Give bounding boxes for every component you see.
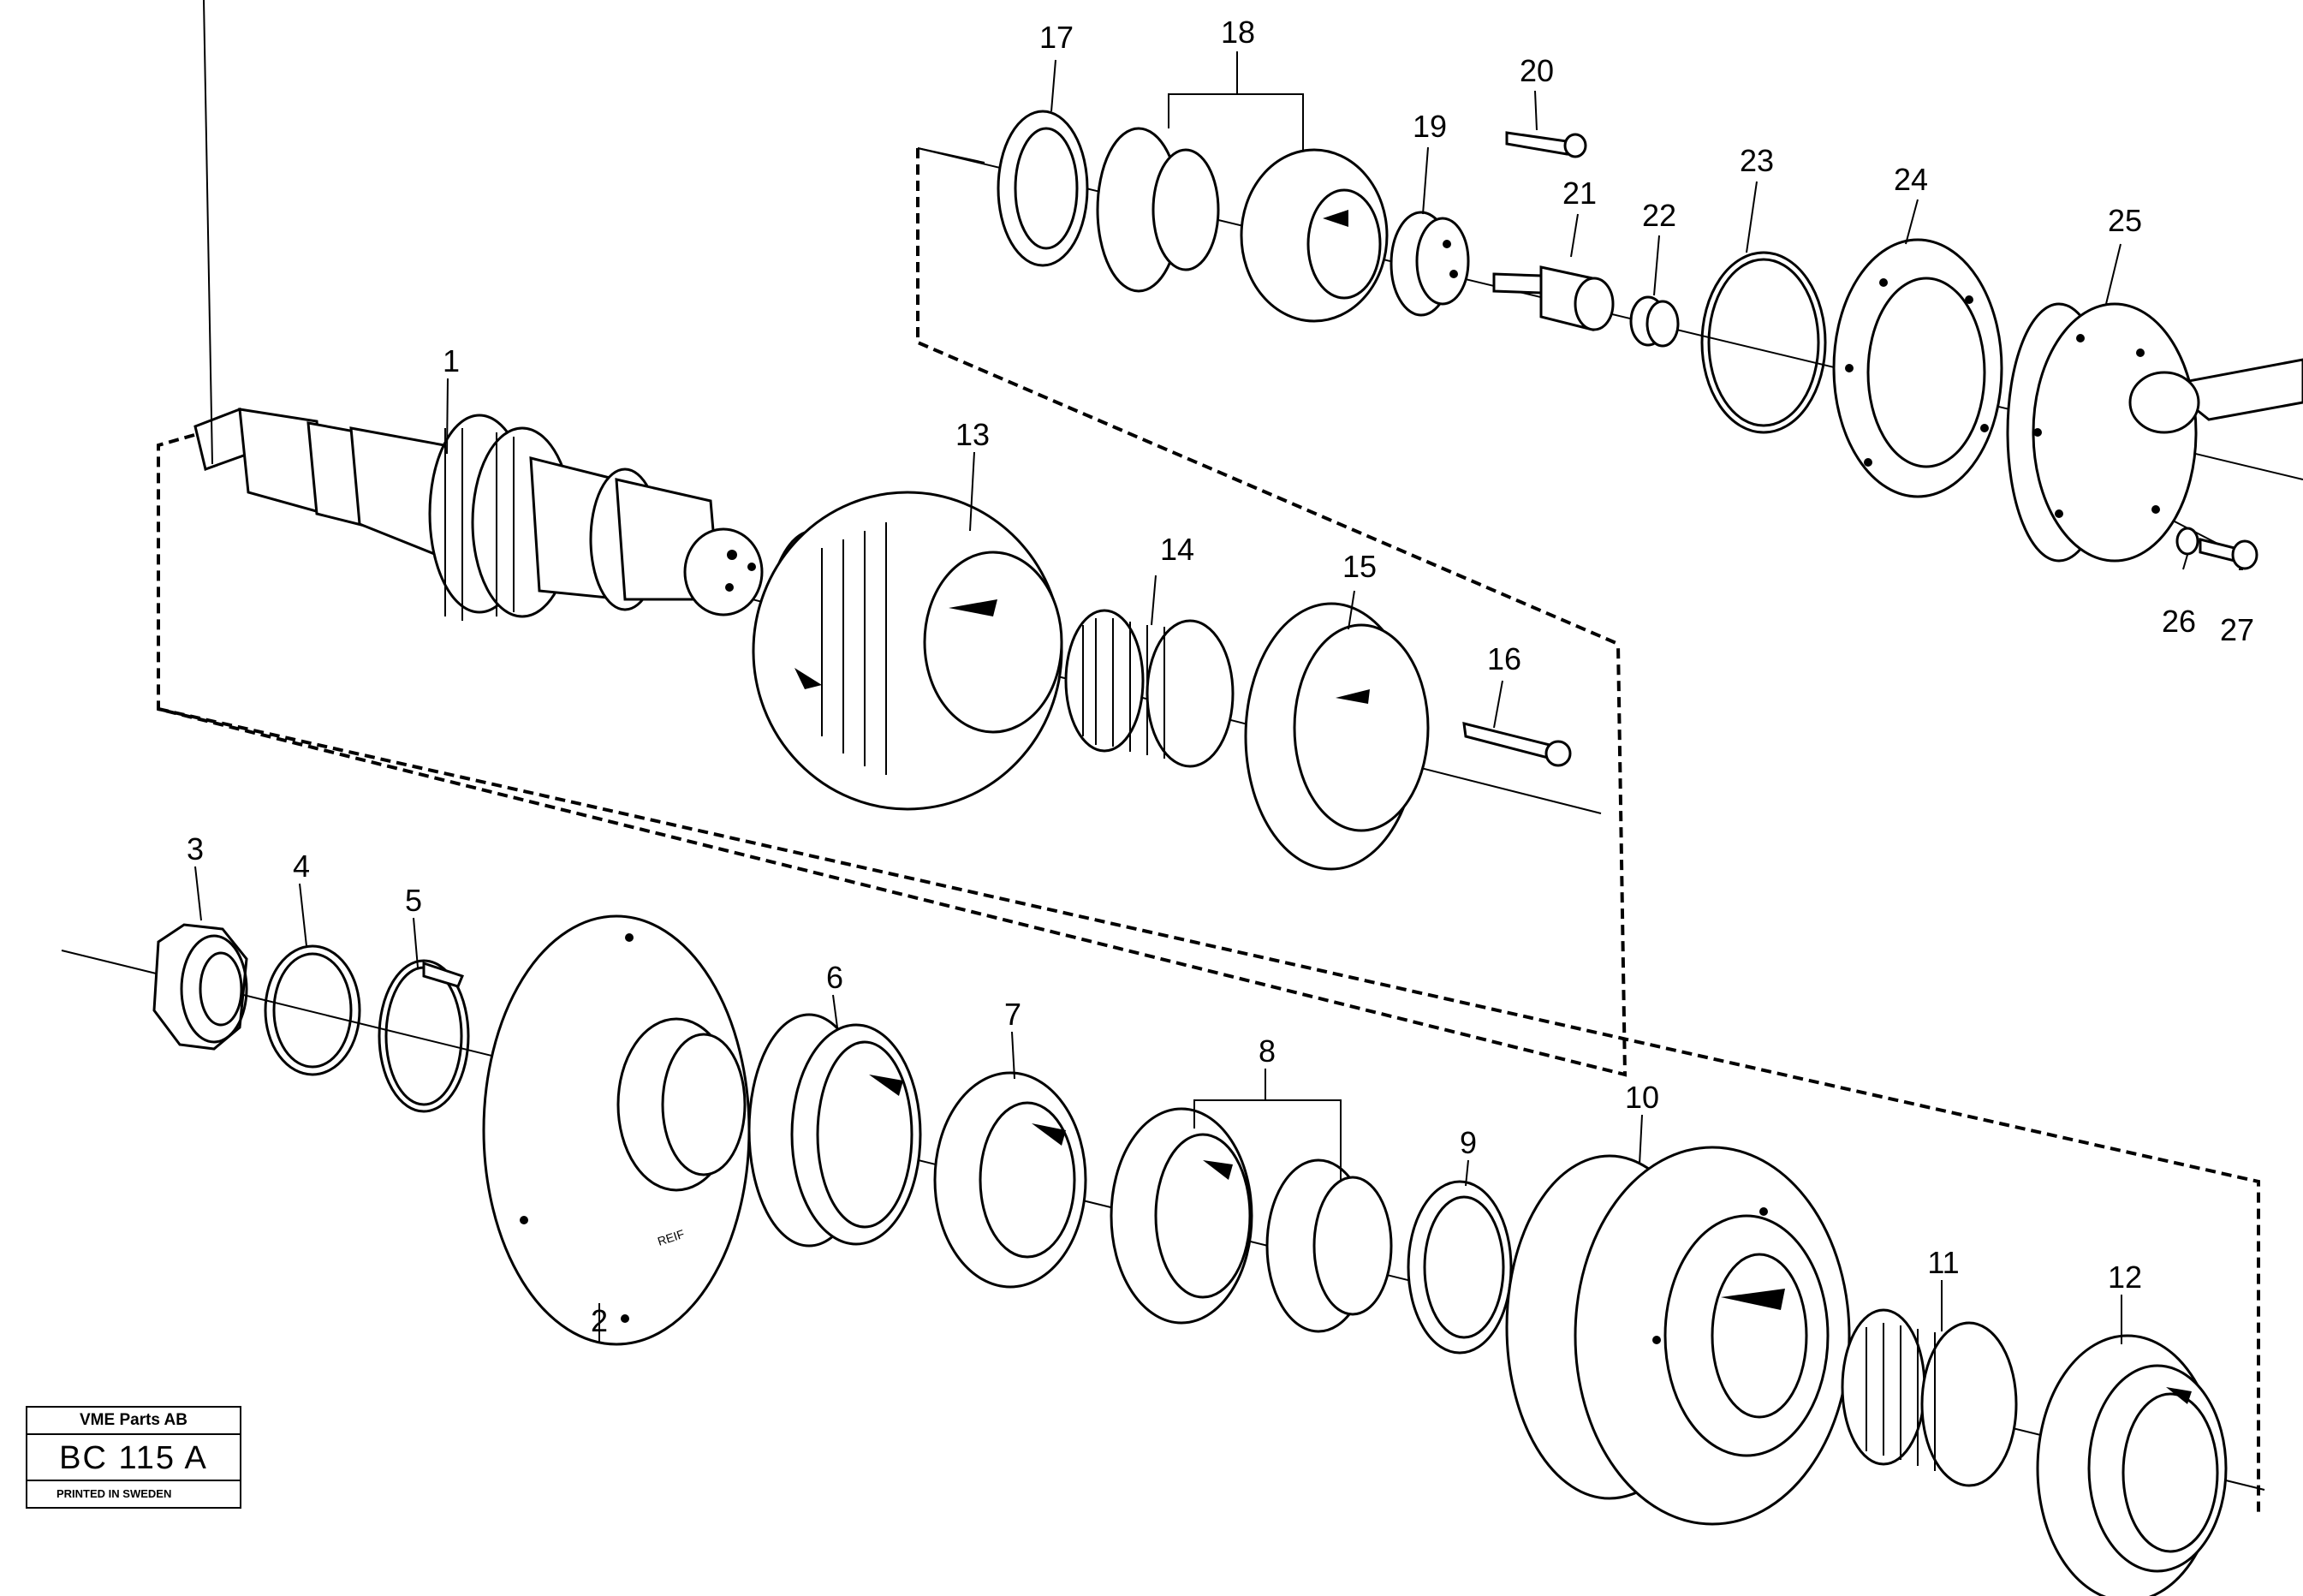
large-gear-10 [1505,1146,1851,1526]
part-label-2: 2 [591,1303,608,1338]
title-block: VME Parts AB BC 115 A PRINTED IN SWEDEN [26,1406,241,1509]
shim-9 [1407,1180,1513,1355]
part-labels: 1 2 3 4 5 6 7 8 9 10 11 12 13 14 15 16 1… [187,15,2254,1338]
title-block-company: VME Parts AB [27,1408,240,1435]
part-label-13: 13 [955,417,990,452]
title-block-code: BC 115 A [27,1435,240,1481]
needle-bearing-14 [1064,609,1235,768]
part-label-11: 11 [1927,1245,1959,1280]
part-label-25: 25 [2108,203,2142,238]
part-label-20: 20 [1520,53,1554,88]
lock-washer-5 [378,959,470,1113]
part-label-4: 4 [293,849,310,884]
part-label-6: 6 [826,960,843,995]
part-label-18: 18 [1221,15,1255,50]
o-ring-23 [1700,251,1827,434]
ring-7 [933,1071,1087,1289]
part-label-19: 19 [1413,109,1447,144]
hex-nut-3 [152,923,248,1051]
part-label-23: 23 [1740,143,1774,178]
part-label-1: 1 [443,343,460,378]
seal-ring-6 [747,1013,922,1248]
screw-20 [1505,131,1587,158]
part-label-5: 5 [405,883,422,918]
gasket-24 [1832,238,2003,498]
part-label-27: 27 [2220,612,2254,647]
end-cap-19 [1390,211,1470,317]
bolt-27 [2199,538,2258,570]
flange-cover-25 [2006,302,2303,563]
part-label-17: 17 [1039,20,1074,55]
part-label-16: 16 [1487,641,1521,676]
shim-washer-17 [997,110,1089,267]
needle-bearing-11 [1841,1308,2018,1487]
part-label-22: 22 [1642,198,1676,233]
part-label-26: 26 [2162,604,2196,639]
part-label-14: 14 [1160,532,1194,567]
gear-ring-15 [1244,602,1430,871]
flange-2: REIF [482,914,751,1346]
main-shaft [193,0,764,621]
large-gear-13 [752,491,1063,811]
part-label-8: 8 [1259,1033,1276,1069]
title-block-printed: PRINTED IN SWEDEN [57,1487,172,1500]
part-label-9: 9 [1460,1125,1477,1160]
part-label-3: 3 [187,831,204,866]
circlip-4 [264,944,361,1076]
assembly-outline-bottom [158,707,2260,1517]
part-label-12: 12 [2108,1260,2142,1295]
part-label-24: 24 [1894,162,1928,197]
part-label-15: 15 [1342,549,1377,584]
bolt-16 [1462,722,1572,767]
taper-bearing-8 [1110,1107,1393,1333]
part-label-10: 10 [1625,1080,1659,1115]
washer-26 [2175,527,2199,556]
leader-lines [194,51,2243,1344]
part-label-21: 21 [1562,176,1597,211]
taper-bearing-18 [1096,127,1389,323]
bushing-22 [1629,295,1680,348]
synchro-ring-12 [2036,1334,2228,1596]
pin-21 [1492,265,1615,331]
part-label-7: 7 [1004,997,1021,1032]
